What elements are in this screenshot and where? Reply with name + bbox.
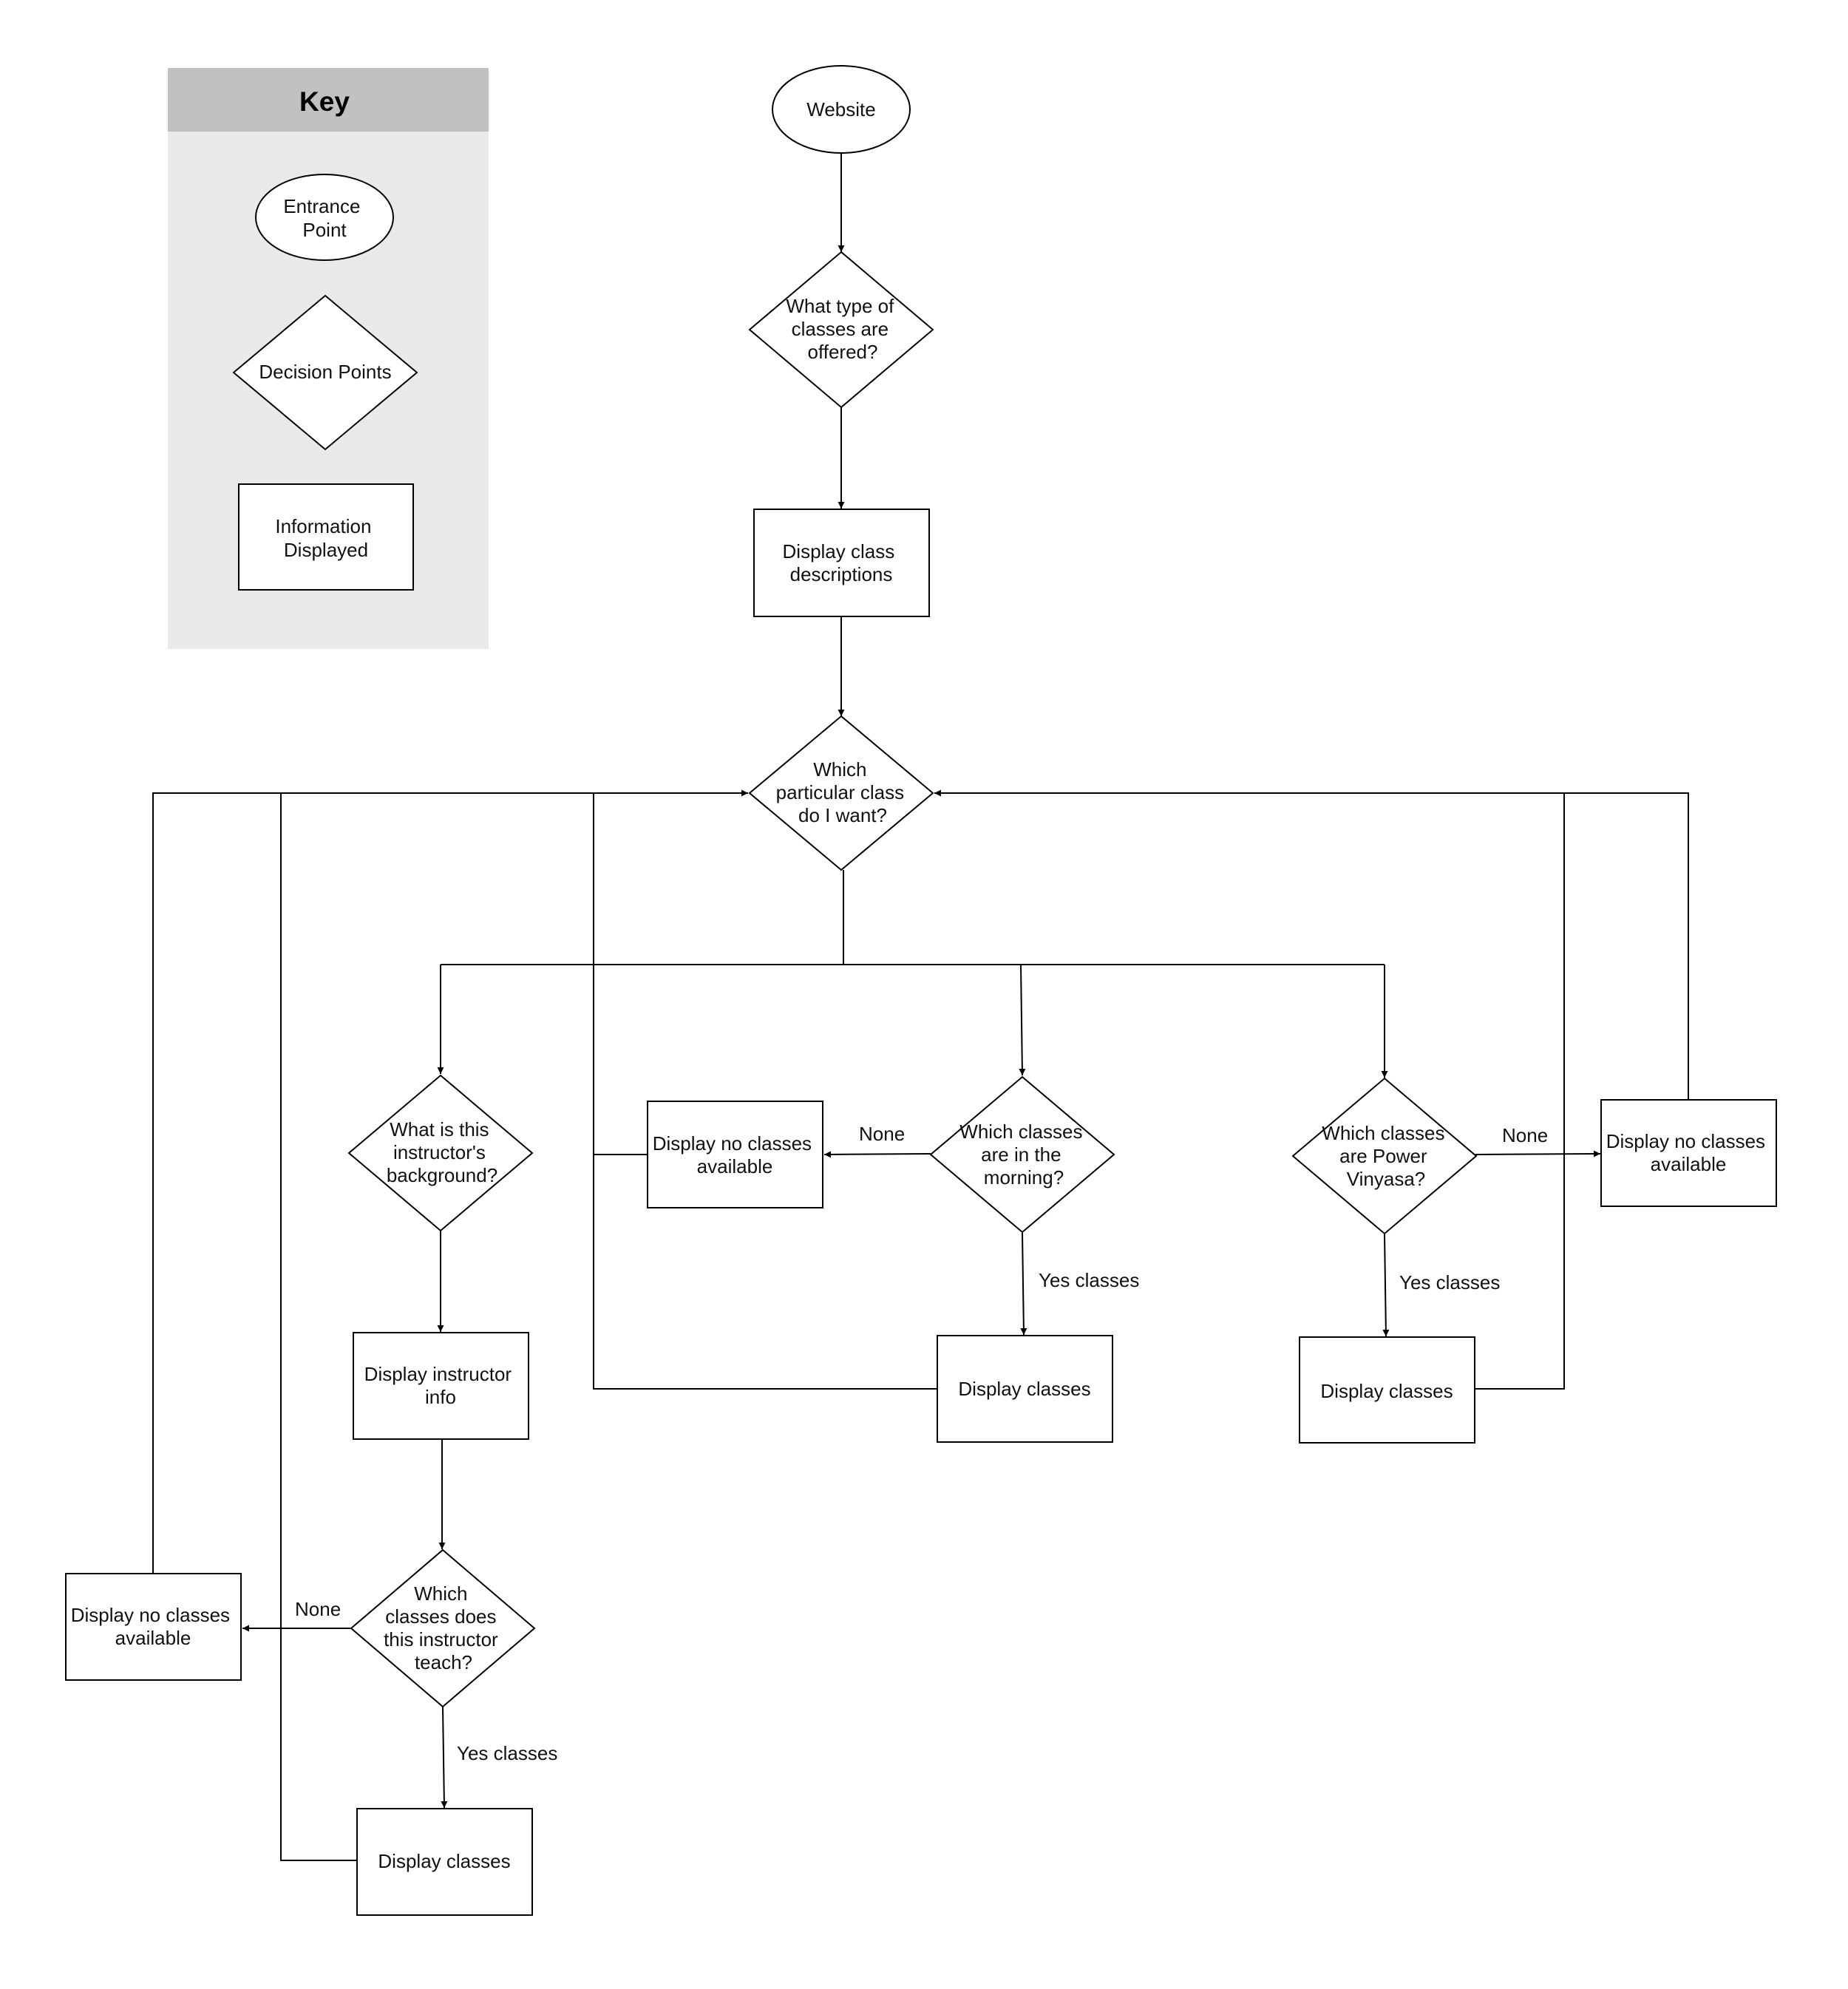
teach-label-line4: teach?	[415, 1651, 472, 1673]
node-instructor-background: What is this instructor's background?	[347, 1074, 534, 1232]
background-label-line1: What is this	[390, 1118, 489, 1140]
svg-text:What type of classes are: What type of classes are offered?	[786, 295, 899, 363]
particular-label-line3: do I want?	[798, 804, 887, 826]
no-classes-instructor-line1: Display no classes	[71, 1604, 230, 1626]
particular-label-line2: particular class	[776, 781, 904, 803]
node-which-classes-instructor-teach: Which classes does this instructor teach…	[350, 1548, 536, 1708]
node-display-instructor-info: Display instructor info	[353, 1332, 529, 1440]
teach-label-line3: this instructor	[384, 1628, 498, 1650]
arrow-classes-teach-to-display-classes	[441, 1706, 448, 1809]
vinyasa-label-line2: are Power	[1339, 1145, 1427, 1167]
background-label-line2: instructor's	[393, 1141, 486, 1163]
key-panel-header	[168, 68, 489, 132]
instructor-info-label-line1: Display instructor	[364, 1363, 512, 1385]
key-title: Key	[299, 86, 350, 117]
node-no-classes-vinyasa: Display no classes available	[1600, 1099, 1777, 1207]
loop-no-classes-instructor	[152, 789, 748, 1573]
background-label-line3: background?	[387, 1164, 497, 1186]
loop-display-classes-instructor	[280, 793, 357, 1861]
vinyasa-label-line1: Which classes	[1322, 1122, 1444, 1144]
node-display-classes-morning: Display classes	[937, 1335, 1113, 1443]
key-information-displayed: Information Displayed	[238, 483, 414, 591]
class-types-label-line1: What type of	[786, 295, 894, 317]
arrow-to-morning	[1019, 964, 1026, 1076]
morning-label-line3: morning?	[984, 1166, 1064, 1189]
svg-text:Display no classes avail: Display no classes available	[71, 1604, 236, 1649]
svg-text:Decision Points: Decision Points	[259, 361, 391, 383]
node-display-classes-instructor: Display classes	[356, 1808, 533, 1916]
edge-label-none-instructor: None	[295, 1598, 341, 1620]
edge-labels: None None None Yes classes Yes classes Y…	[295, 1123, 1548, 1764]
arrow-morning-to-no-classes	[823, 1151, 931, 1158]
key-panel: Key Entrance Point Decision Points Infor…	[168, 68, 489, 649]
svg-text:Which classes are Power: Which classes are Power Vinyasa?	[1322, 1122, 1450, 1190]
display-classes-instructor-label: Display classes	[378, 1850, 510, 1872]
descriptions-label-line1: Display class	[783, 540, 895, 562]
teach-label-line1: Which	[414, 1582, 467, 1605]
edge-label-none-vinyasa: None	[1502, 1124, 1548, 1146]
loop-display-classes-morning	[593, 793, 937, 1390]
svg-text:Display classes: Display classes	[958, 1378, 1090, 1400]
display-classes-morning-label: Display classes	[958, 1378, 1090, 1400]
class-types-label-line2: classes are	[792, 318, 889, 340]
edge-label-yes-instructor: Yes classes	[457, 1742, 557, 1764]
svg-text:Display classes: Display classes	[378, 1850, 510, 1872]
edge-label-yes-vinyasa: Yes classes	[1399, 1271, 1500, 1293]
key-entrance-label-line2: Point	[302, 219, 347, 241]
arrow-vinyasa-to-no-classes	[1475, 1150, 1601, 1157]
svg-text:Which particular class: Which particular class do I want?	[776, 758, 910, 826]
node-display-class-descriptions: Display class descriptions	[753, 509, 930, 617]
node-no-classes-morning: Display no classes available	[647, 1101, 823, 1208]
svg-text:Which classes are in the: Which classes are in the morning?	[959, 1121, 1087, 1189]
node-display-classes-vinyasa: Display classes	[1299, 1336, 1475, 1444]
edge-label-yes-morning: Yes classes	[1039, 1269, 1139, 1291]
class-types-label-line3: offered?	[808, 341, 878, 363]
svg-text:Display no classes avail: Display no classes available	[1606, 1130, 1771, 1175]
node-what-type-of-classes: What type of classes are offered?	[748, 251, 934, 409]
no-classes-vinyasa-line2: available	[1651, 1153, 1727, 1175]
svg-text:Which classes does: Which classes does this instructor teach…	[384, 1582, 503, 1673]
morning-label-line1: Which classes	[959, 1121, 1082, 1143]
vinyasa-label-line3: Vinyasa?	[1347, 1168, 1426, 1190]
arrow-morning-to-display-classes	[1020, 1232, 1027, 1336]
instructor-info-label-line2: info	[425, 1386, 456, 1408]
no-classes-morning-line1: Display no classes	[653, 1132, 812, 1155]
display-classes-vinyasa-label: Display classes	[1320, 1380, 1453, 1402]
descriptions-label-line2: descriptions	[790, 563, 893, 585]
key-entrance-point: Entrance Point	[255, 174, 394, 261]
node-which-classes-morning: Which classes are in the morning?	[929, 1075, 1115, 1234]
key-info-label-line1: Information	[275, 515, 371, 537]
svg-text:Display classes: Display classes	[1320, 1380, 1453, 1402]
key-decision-points: Decision Points	[232, 294, 418, 451]
node-which-classes-power-vinyasa: Which classes are Power Vinyasa?	[1291, 1077, 1478, 1235]
loop-no-classes-morning	[593, 793, 648, 1155]
svg-text:Information Displayed: Information Displayed	[275, 515, 376, 561]
svg-text:What is this instructor': What is this instructor's background?	[387, 1118, 497, 1186]
key-entrance-label-line1: Entrance	[283, 195, 360, 217]
loop-display-classes-vinyasa	[1475, 793, 1565, 1390]
key-info-label-line2: Displayed	[284, 539, 368, 561]
teach-label-line2: classes does	[385, 1605, 496, 1628]
svg-text:Entrance Point: Entrance Point	[283, 195, 365, 241]
morning-label-line2: are in the	[981, 1143, 1061, 1166]
no-classes-morning-line2: available	[697, 1155, 773, 1177]
website-label: Website	[806, 98, 875, 120]
svg-text:Display no classes avail: Display no classes available	[653, 1132, 818, 1177]
node-website: Website	[772, 65, 911, 154]
key-decision-label: Decision Points	[259, 361, 391, 383]
node-no-classes-instructor: Display no classes available	[65, 1573, 242, 1681]
loop-no-classes-vinyasa	[934, 789, 1689, 1099]
svg-text:Display instructor info: Display instructor info	[364, 1363, 517, 1408]
no-classes-vinyasa-line1: Display no classes	[1606, 1130, 1765, 1152]
svg-text:Display class descriptio: Display class descriptions	[783, 540, 900, 585]
node-which-particular-class: Which particular class do I want?	[748, 715, 934, 871]
particular-label-line1: Which	[813, 758, 866, 781]
connectors	[152, 153, 1689, 1861]
no-classes-instructor-line2: available	[115, 1627, 191, 1649]
svg-text:Website: Website	[806, 98, 875, 120]
arrow-vinyasa-to-display-classes	[1382, 1234, 1390, 1337]
edge-label-none-morning: None	[859, 1123, 905, 1145]
